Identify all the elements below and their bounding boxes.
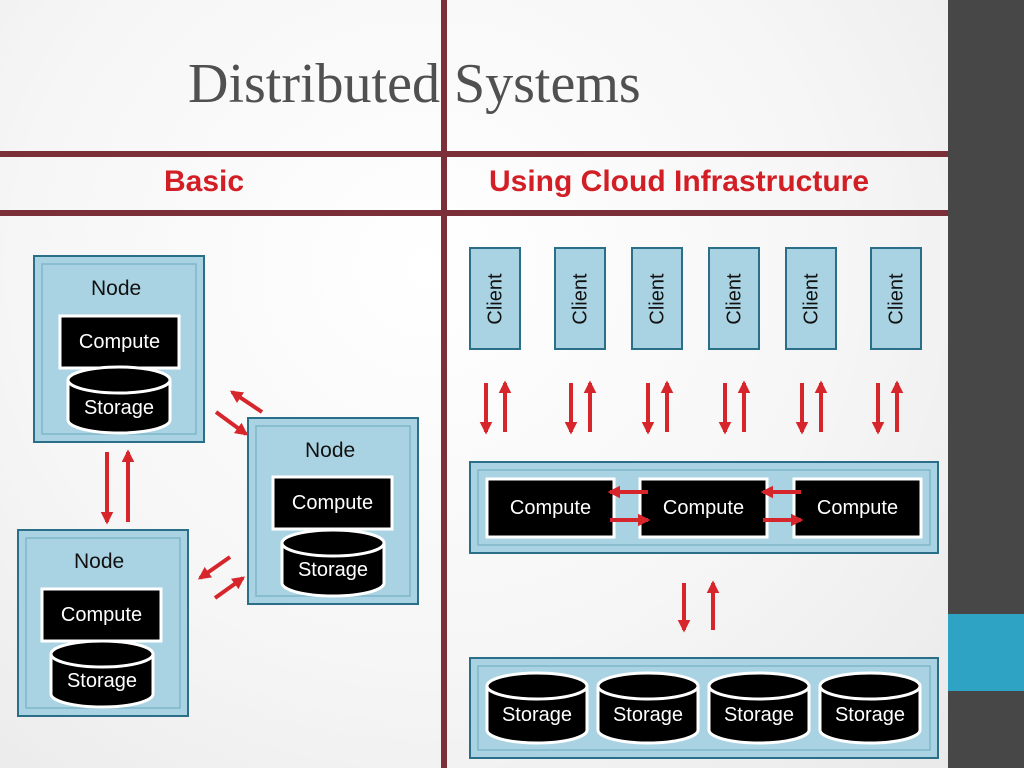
storage-cylinder-icon <box>66 365 172 435</box>
node-label: Node <box>91 277 142 300</box>
client-label: Client <box>723 273 745 325</box>
client-boxes <box>469 247 922 350</box>
slide-title: Distributed Systems <box>188 53 641 115</box>
compute-link-arrows <box>607 485 804 527</box>
storage-label: Storage <box>297 558 369 581</box>
compute-label: Compute <box>816 496 899 519</box>
node-label: Node <box>305 439 356 462</box>
compute-label: Compute <box>291 491 374 514</box>
compute-box <box>792 477 923 539</box>
node-label: Node <box>74 550 125 573</box>
compute-box <box>40 587 163 643</box>
storage-cylinder-icon <box>818 671 922 745</box>
client-label: Client <box>569 273 591 325</box>
storage-label: Storage <box>66 669 138 692</box>
compute-box <box>638 477 769 539</box>
sidebar-accent-block <box>948 614 1024 691</box>
compute-storage-arrows <box>677 580 720 633</box>
grid-dividers <box>0 0 948 768</box>
storage-label: Storage <box>612 703 684 726</box>
storage-cylinder-icon <box>485 671 589 745</box>
compute-box <box>485 477 616 539</box>
storage-label: Storage <box>723 703 795 726</box>
storage-cylinder-icon <box>280 528 386 598</box>
compute-label: Compute <box>60 603 143 626</box>
storage-cylinder-icon <box>596 671 700 745</box>
node-link-arrows <box>100 390 264 600</box>
storage-label: Storage <box>83 396 155 419</box>
compute-box <box>58 314 181 370</box>
client-label: Client <box>885 273 907 325</box>
storage-label: Storage <box>501 703 573 726</box>
storage-cylinder-icon <box>49 639 155 709</box>
client-link-arrows <box>479 380 904 435</box>
compute-label: Compute <box>509 496 592 519</box>
storage-label: Storage <box>834 703 906 726</box>
compute-label: Compute <box>662 496 745 519</box>
section-heading-basic: Basic <box>164 165 245 198</box>
client-label: Client <box>800 273 822 325</box>
compute-label: Compute <box>78 330 161 353</box>
client-label: Client <box>646 273 668 325</box>
storage-cylinder-icon <box>707 671 811 745</box>
client-label: Client <box>484 273 506 325</box>
section-heading-cloud: Using Cloud Infrastructure <box>489 165 870 198</box>
